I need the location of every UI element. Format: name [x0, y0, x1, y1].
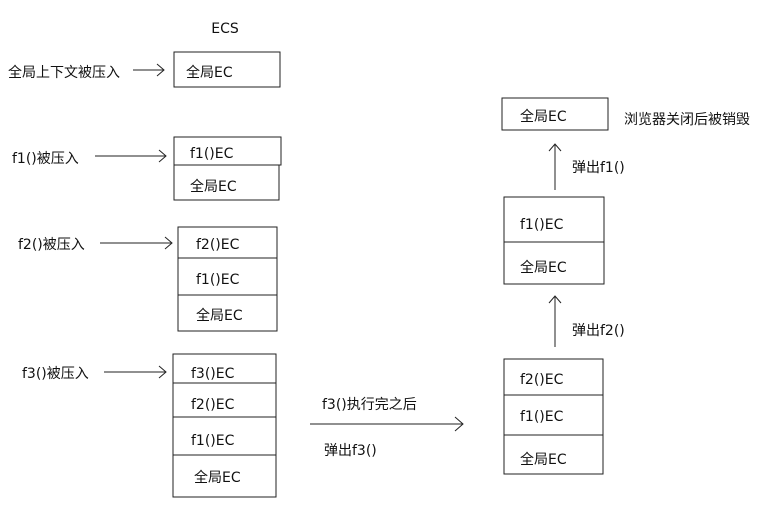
pop-arrow-f1: 弹出f1(): [548, 143, 625, 190]
svg-text:f3()EC: f3()EC: [191, 366, 235, 382]
svg-text:f1()EC: f1()EC: [196, 272, 240, 288]
stage-4-caption: f3()被压入: [22, 366, 89, 382]
svg-text:f1()EC: f1()EC: [191, 433, 235, 449]
stack-frame: 全局EC: [172, 454, 277, 498]
svg-text:全局EC: 全局EC: [196, 307, 243, 324]
push-arrow-4: [104, 365, 167, 379]
pop-label-f1: 弹出f1(): [572, 160, 625, 176]
stage-1-caption: 全局上下文被压入: [8, 64, 120, 81]
svg-text:f1()EC: f1()EC: [520, 217, 564, 233]
diagram-title: ECS: [211, 21, 239, 37]
stack-frame: 全局EC: [503, 434, 604, 475]
svg-text:f2()EC: f2()EC: [191, 397, 235, 413]
stack-frame: 全局EC: [173, 164, 280, 201]
stack-frame: f1()EC: [177, 257, 278, 296]
stage-4: f3()被压入 f3()EC f2()EC f1()EC 全局EC: [22, 353, 277, 498]
right-stack-2: f1()EC 全局EC: [503, 196, 605, 285]
push-arrow-1: [133, 63, 165, 77]
stack-frame: 全局EC: [173, 51, 281, 88]
push-arrow-3: [100, 236, 173, 250]
transition: f3()执行完之后 弹出f3(): [310, 397, 464, 459]
transition-label-top: f3()执行完之后: [322, 397, 417, 413]
stack-frame: f2()EC: [177, 226, 278, 259]
stage-3: f2()被压入 f2()EC f1()EC 全局EC: [18, 226, 278, 332]
stack-frame: 全局EC: [501, 97, 609, 131]
svg-text:全局EC: 全局EC: [520, 108, 567, 125]
svg-text:全局EC: 全局EC: [520, 259, 567, 276]
svg-text:全局EC: 全局EC: [190, 178, 237, 195]
stack-frame: f2()EC: [503, 358, 604, 396]
svg-text:f1()EC: f1()EC: [190, 146, 234, 162]
stack-frame: f1()EC: [503, 394, 604, 436]
svg-text:全局EC: 全局EC: [520, 451, 567, 468]
transition-label-bottom: 弹出f3(): [324, 443, 377, 459]
stage-1: 全局上下文被压入 全局EC: [8, 51, 281, 88]
stack-frame: 全局EC: [503, 241, 605, 285]
stack-frame: f1()EC: [173, 136, 282, 166]
stage-2: f1()被压入 f1()EC 全局EC: [12, 136, 282, 201]
svg-text:全局EC: 全局EC: [186, 64, 233, 81]
destroy-note: 浏览器关闭后被销毁: [624, 112, 750, 128]
push-arrow-2: [95, 149, 167, 163]
svg-text:f2()EC: f2()EC: [520, 372, 564, 388]
right-stack-1: f2()EC f1()EC 全局EC: [503, 358, 604, 475]
pop-label-f2: 弹出f2(): [572, 323, 625, 339]
pop-arrow-f2: 弹出f2(): [548, 295, 625, 347]
stage-3-caption: f2()被压入: [18, 237, 85, 253]
svg-text:f2()EC: f2()EC: [196, 237, 240, 253]
stack-frame: f2()EC: [172, 382, 277, 418]
stack-frame: f1()EC: [503, 196, 605, 243]
right-stack-3: 全局EC 浏览器关闭后被销毁: [501, 97, 750, 131]
svg-text:全局EC: 全局EC: [194, 469, 241, 486]
stack-frame: f1()EC: [172, 416, 277, 456]
stage-2-caption: f1()被压入: [12, 151, 79, 167]
svg-text:f1()EC: f1()EC: [520, 409, 564, 425]
stack-frame: f3()EC: [172, 353, 277, 384]
stack-frame: 全局EC: [177, 294, 278, 332]
